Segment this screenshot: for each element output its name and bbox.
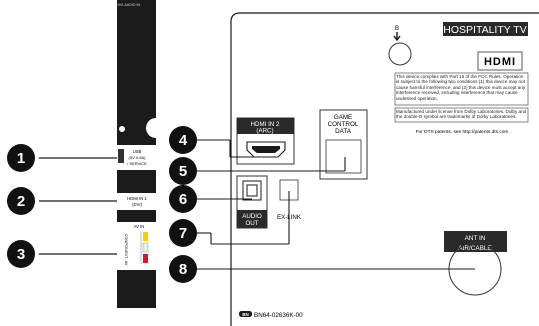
back-panel-outline xyxy=(230,12,539,326)
callout-7-number: 7 xyxy=(179,225,187,242)
audio-label-line2: OUT xyxy=(245,220,258,227)
hdmi2-label-line2: (ARC) xyxy=(256,128,273,135)
fcc-notice-container: This device complies with Part 15 of the… xyxy=(396,74,526,101)
hdmi2-label-line1: HDMI IN 2 xyxy=(251,121,280,128)
left-leader-lines xyxy=(39,157,117,255)
b-label: B xyxy=(395,26,399,32)
game-label-line1: GAME xyxy=(334,114,353,121)
jack-white xyxy=(142,242,149,253)
audio-port-outer xyxy=(242,180,262,201)
game-port xyxy=(325,139,362,174)
ant-label-box-1 xyxy=(444,231,507,243)
part-badge: BN xyxy=(242,312,249,317)
game-frame xyxy=(319,109,368,180)
hdmi-logo-box xyxy=(477,51,523,71)
dolby-notice: Manufactured under license from Dolby La… xyxy=(396,109,527,120)
callout-5-circle xyxy=(169,157,197,185)
usb-service: / SERVICE xyxy=(127,161,147,166)
dolby-notice-box xyxy=(394,107,529,123)
audio-port-inner xyxy=(246,184,258,197)
screw-hole xyxy=(388,42,412,66)
callout-8-circle xyxy=(169,255,197,283)
callout-4-number: 4 xyxy=(179,132,188,149)
callout-5-number: 5 xyxy=(179,163,187,180)
callout-8: 8 xyxy=(169,255,197,283)
callout-7: 7 xyxy=(169,219,197,247)
hdmi2-port xyxy=(246,141,286,158)
callout-6-number: 6 xyxy=(179,191,187,208)
game-label-line3: DATA xyxy=(335,128,352,135)
usb-port xyxy=(118,149,124,163)
ant-label-line1: ANT IN xyxy=(465,235,486,242)
av-label: AV xyxy=(124,261,128,266)
callout-6-circle xyxy=(169,185,197,213)
hdmi1-label-line2: (DVI) xyxy=(132,202,142,207)
jack-red xyxy=(143,254,148,263)
callout-3: 3 xyxy=(7,240,35,268)
part-number: BN64-02636K-00 xyxy=(254,312,303,319)
callout-6: 6 xyxy=(169,185,197,213)
callout-4-circle xyxy=(169,126,197,154)
audio-label-box xyxy=(237,210,267,228)
dolby-notice-container: Manufactured under license from Dolby La… xyxy=(396,109,527,120)
usb-label: USB xyxy=(133,149,142,154)
side-panel-mark xyxy=(119,126,125,132)
hdmi2-port-inner xyxy=(252,146,280,153)
callout-1-circle xyxy=(7,144,35,172)
callout-5: 5 xyxy=(169,157,197,185)
component-label: COMPONENT xyxy=(124,234,128,259)
right-leader-lines xyxy=(197,139,475,270)
callout-2: 2 xyxy=(7,187,35,215)
audio-label-line1: AUDIO xyxy=(242,213,262,220)
callout-8-number: 8 xyxy=(179,261,187,278)
callout-2-number: 2 xyxy=(17,193,25,210)
hospitality-title: HOSPITALITY TV xyxy=(443,24,526,36)
callout-1: 1 xyxy=(7,144,35,172)
av-in-label: AV IN xyxy=(134,224,145,229)
jack-yellow xyxy=(143,232,148,241)
callout-2-circle xyxy=(7,187,35,215)
callout-4: 4 xyxy=(169,126,197,154)
side-panel: DVI-AUDIO IN USB (5V 0.5A) / SERVICE HDM… xyxy=(117,0,156,308)
av-in-label-box xyxy=(117,222,156,270)
hdmi1-label-box xyxy=(117,193,156,210)
callout-7-circle xyxy=(169,219,197,247)
callout-3-circle xyxy=(7,240,35,268)
callout-1-number: 1 xyxy=(17,150,25,167)
ant-label-line2: AIR/CABLE xyxy=(458,245,491,252)
b-arrow-icon xyxy=(393,32,401,42)
ant-label-box-2 xyxy=(444,243,507,252)
side-panel-notch xyxy=(146,118,156,138)
hdmi-logo: HDMI xyxy=(484,56,516,68)
hdmi1-label-line1: HDMI IN 1 xyxy=(127,196,147,201)
game-label-line2: CONTROL xyxy=(328,121,359,128)
fcc-notice: This device complies with Part 15 of the… xyxy=(396,74,526,101)
dts-notice: For DTS patents, see http://patents.dts.… xyxy=(416,129,509,135)
hdmi2-label-box xyxy=(237,118,294,134)
side-top-label: DVI-AUDIO IN xyxy=(117,3,140,7)
callout-3-number: 3 xyxy=(17,246,25,263)
part-badge-bg xyxy=(239,311,252,317)
usb-rating: (5V 0.5A) xyxy=(129,155,147,160)
fcc-notice-box xyxy=(394,72,529,106)
hospitality-title-box xyxy=(443,22,528,36)
back-panel: HOSPITALITY TV B HDMI This device compli… xyxy=(230,12,539,326)
